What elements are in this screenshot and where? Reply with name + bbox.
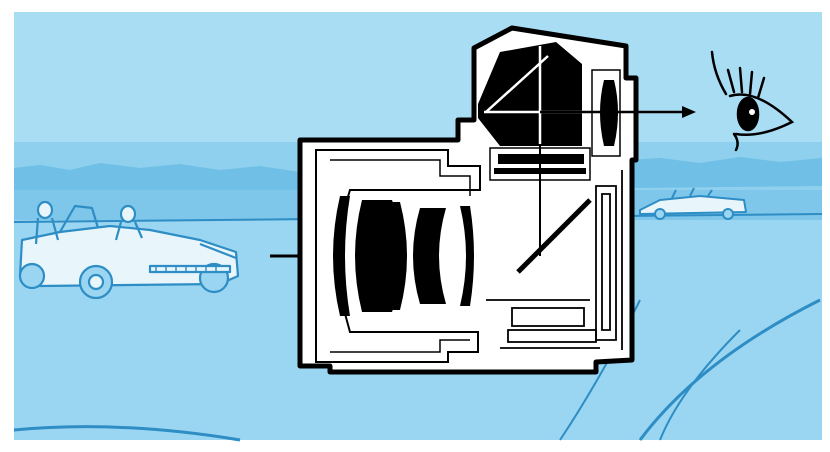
focusing-screen-plate xyxy=(494,168,586,174)
condenser-lens xyxy=(498,154,584,164)
sky-light-band xyxy=(14,12,822,142)
distant-hills-right xyxy=(630,157,822,188)
